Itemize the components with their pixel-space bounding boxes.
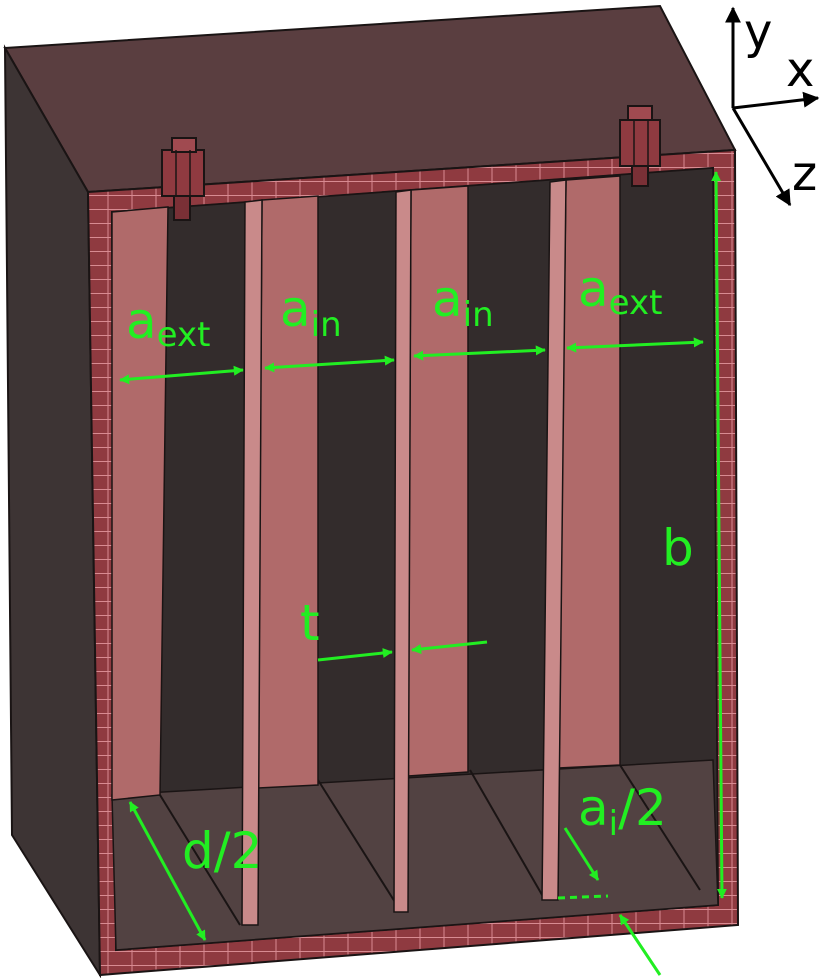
box-left-face (3, 44, 102, 978)
arrow-wall-thickness (618, 914, 662, 976)
x-axis-arrow (732, 91, 820, 110)
label-a-ext-left: aext (126, 292, 210, 355)
left-inner-wall (111, 206, 169, 801)
label-b: b (662, 519, 694, 577)
label-t: t (300, 594, 320, 652)
arrow-t-left (317, 648, 393, 662)
arrow-t-right (411, 640, 488, 654)
connector-left (161, 137, 205, 221)
label-d-half: d/2 (182, 822, 262, 880)
plates (111, 175, 621, 926)
interior-floor (111, 759, 719, 951)
z-axis-arrow (731, 107, 792, 207)
arrow-ai-half (563, 827, 600, 881)
arrow-d-half (128, 801, 207, 941)
axis-label-x: x (786, 42, 814, 98)
label-a-in-left: ain (280, 280, 342, 345)
arrow-b (711, 171, 727, 899)
arrow-a-in-left (264, 355, 395, 373)
label-ai-half: ai/2 (578, 779, 667, 844)
ai-half-dashed (557, 894, 609, 900)
plate-3-edge (541, 179, 567, 901)
arrow-a-ext-left (119, 365, 244, 385)
dimension-arrows (119, 171, 727, 976)
plate-2-edge (393, 189, 412, 913)
label-a-ext-right: aext (578, 260, 662, 323)
label-a-in-right: ain (432, 270, 494, 335)
connector-right (619, 105, 661, 187)
coordinate-axes (725, 6, 820, 207)
axis-label-z: z (792, 146, 817, 202)
axis-label-y: y (744, 4, 772, 60)
plate-1-edge (241, 199, 263, 926)
arrow-a-ext-right (566, 337, 704, 353)
arrow-a-in-right (413, 345, 546, 361)
